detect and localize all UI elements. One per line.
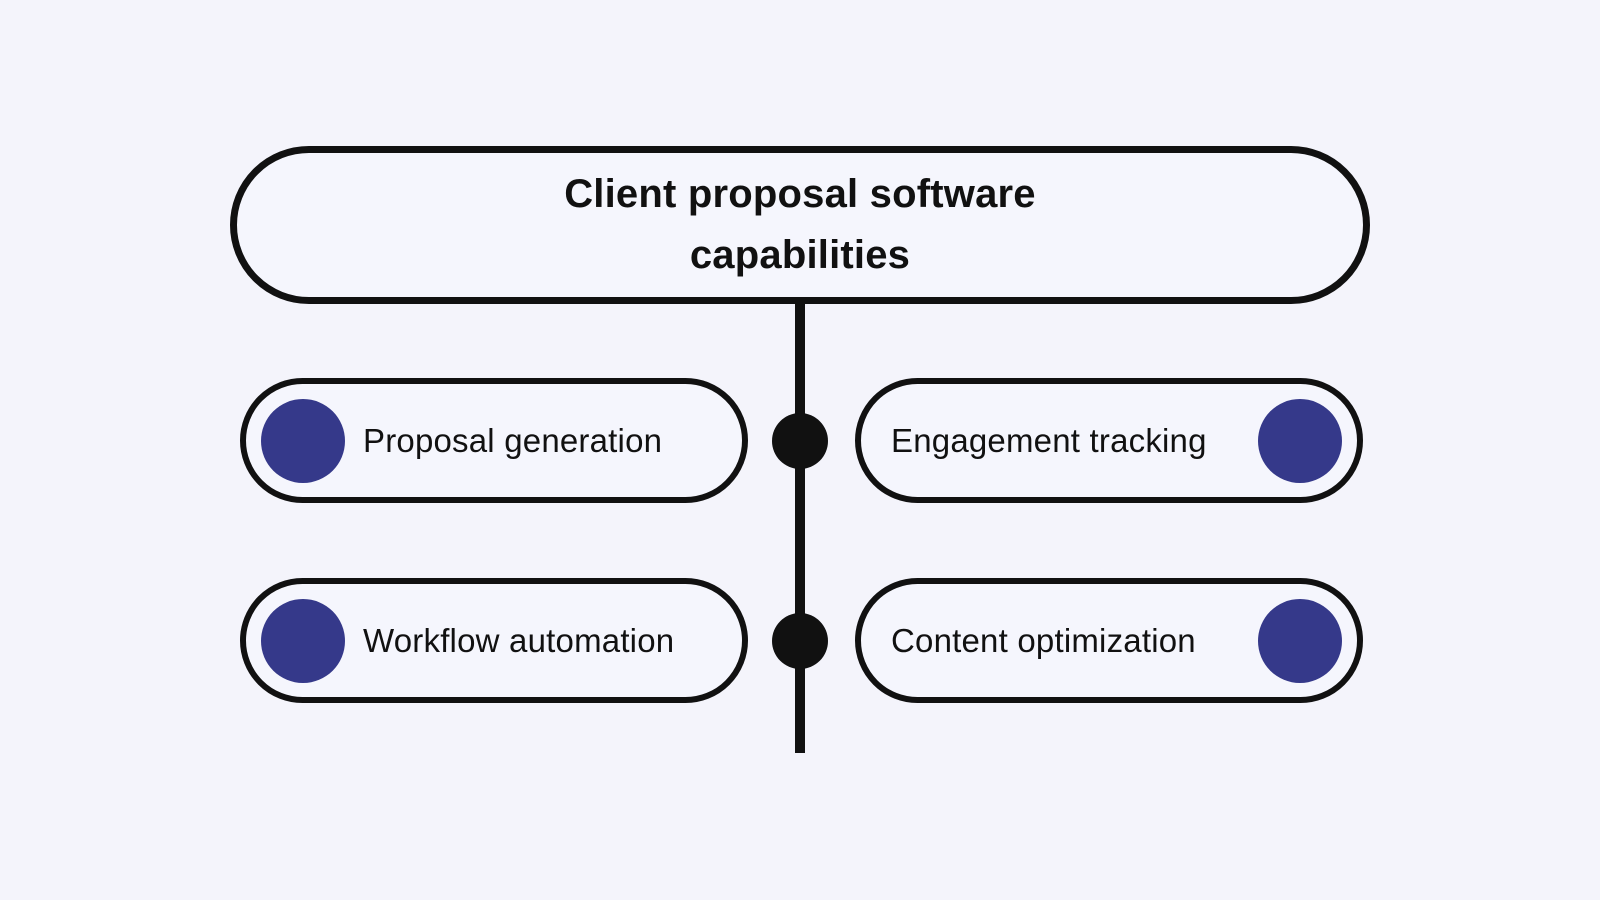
connector-dot-row2	[772, 613, 828, 669]
node-label: Workflow automation	[363, 621, 675, 659]
connector-dot-row1	[772, 413, 828, 469]
node-label: Engagement tracking	[891, 421, 1207, 459]
node-content-optimization: Content optimization	[855, 578, 1363, 703]
diagram-title: Client proposal software capabilities	[564, 164, 1036, 286]
bullet-circle-icon	[1258, 598, 1342, 683]
node-workflow-automation: Workflow automation	[240, 578, 748, 703]
bullet-circle-icon	[261, 398, 345, 483]
node-proposal-generation: Proposal generation	[240, 378, 748, 503]
node-label: Content optimization	[891, 621, 1196, 659]
bullet-circle-icon	[261, 598, 345, 683]
diagram-title-line1: Client proposal software	[564, 172, 1036, 216]
diagram-title-line2: capabilities	[689, 233, 911, 277]
connector-spine-line	[795, 302, 805, 753]
node-engagement-tracking: Engagement tracking	[855, 378, 1363, 503]
node-label: Proposal generation	[363, 421, 663, 459]
title-node: Client proposal software capabilities	[230, 146, 1370, 304]
bullet-circle-icon	[1258, 398, 1342, 483]
